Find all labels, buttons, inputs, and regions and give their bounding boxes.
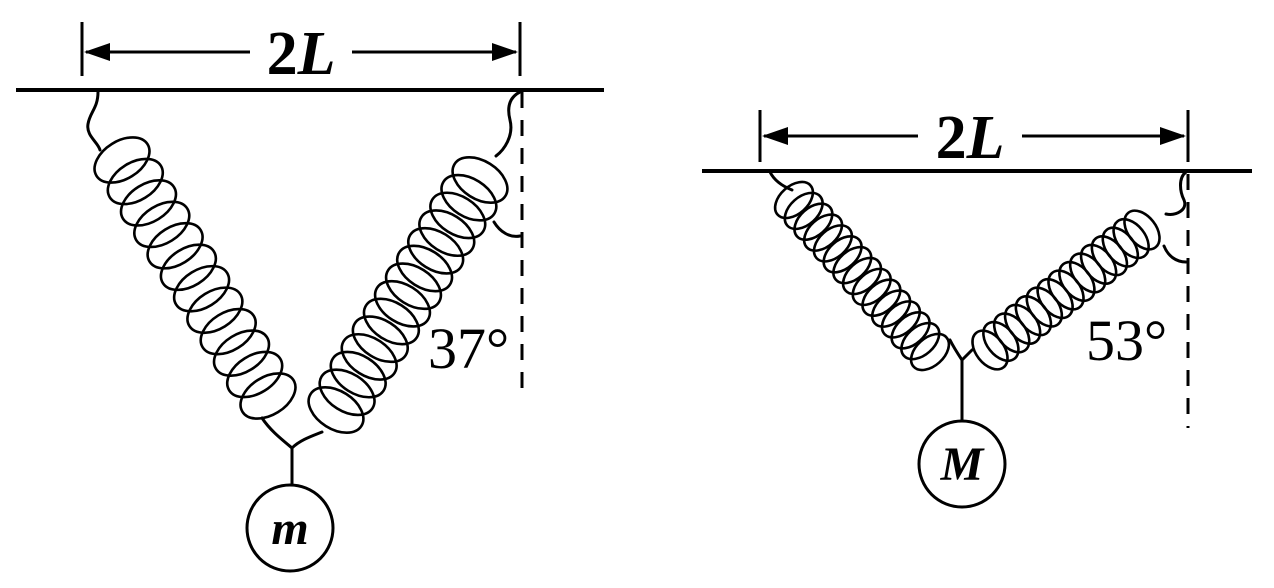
spring-lead-bottom-left-b: [290, 430, 324, 450]
spring-coil-turn: [159, 243, 218, 292]
spring-lead-bottom-right-b: [960, 348, 974, 362]
spring-coil-turn: [429, 191, 487, 240]
arrowhead-left: [762, 127, 788, 145]
spring-coil-turn: [440, 173, 498, 222]
span-label-right: 2L: [936, 104, 1005, 172]
spring-coil-turn: [119, 179, 178, 227]
arrowhead-left: [84, 43, 110, 61]
spring-coil-turn: [373, 279, 432, 328]
spring-lead-side-right-b: [1162, 244, 1188, 264]
spring-coil-turn: [318, 368, 376, 417]
spring-lead-top-left-b: [494, 90, 522, 158]
spring-coil-turn: [418, 209, 476, 258]
spring-coil-turn: [93, 136, 151, 184]
spring-coil-turn: [212, 329, 271, 377]
spring-coil-turn: [982, 320, 1020, 363]
spring-coil-turn: [362, 297, 421, 346]
arrowhead-right: [492, 43, 518, 61]
spring-coil-turn: [239, 372, 297, 420]
spring-coil-turn: [384, 262, 443, 311]
spring-left-a: [93, 136, 297, 420]
spring-left-b: [307, 156, 509, 434]
spring-coil-turn: [106, 157, 165, 206]
spring-coil-turn: [971, 329, 1009, 371]
spring-lead-top-right-b: [1164, 170, 1188, 216]
spring-coil-turn: [407, 226, 465, 275]
angle-label-37: 37°: [428, 316, 509, 381]
figure-left: 2L m 37°: [16, 20, 604, 573]
spring-right-a: [773, 180, 951, 372]
span-label-left: 2L: [267, 20, 336, 88]
spring-coil-turn: [900, 321, 941, 361]
angle-label-53: 53°: [1086, 308, 1167, 373]
spring-coil-turn: [909, 332, 951, 372]
mass-M-circle: [917, 419, 1007, 509]
spring-lead-top-right-a: [768, 170, 794, 192]
figure-right: 2L M 53°: [702, 104, 1252, 509]
spring-coil-turn: [146, 221, 204, 270]
mass-m-label: m: [271, 502, 308, 555]
mass-M-label: M: [940, 438, 986, 491]
spring-coil-turn: [340, 332, 398, 381]
spring-coil-turn: [225, 350, 284, 399]
dimension-2L-left: 2L: [80, 20, 522, 88]
spring-lead-top-left-a: [86, 90, 102, 152]
spring-coil-turn: [351, 315, 409, 364]
mass-m-circle: [245, 483, 335, 573]
spring-lead-bottom-left-a: [260, 416, 294, 450]
dimension-2L-right: 2L: [758, 104, 1190, 172]
spring-right-b: [971, 209, 1161, 371]
spring-coil-turn: [186, 286, 244, 335]
spring-coil-turn: [133, 200, 191, 249]
arrowhead-right: [1160, 127, 1186, 145]
spring-coil-turn: [199, 307, 257, 356]
spring-coil-turn: [307, 386, 365, 434]
spring-coil-turn: [329, 350, 387, 399]
spring-coil-turn: [395, 244, 454, 293]
spring-lead-side-left-b: [492, 220, 522, 238]
spring-lead-bottom-right-a: [948, 338, 964, 362]
spring-coil-turn: [172, 264, 231, 313]
spring-coil-turn: [451, 156, 509, 204]
